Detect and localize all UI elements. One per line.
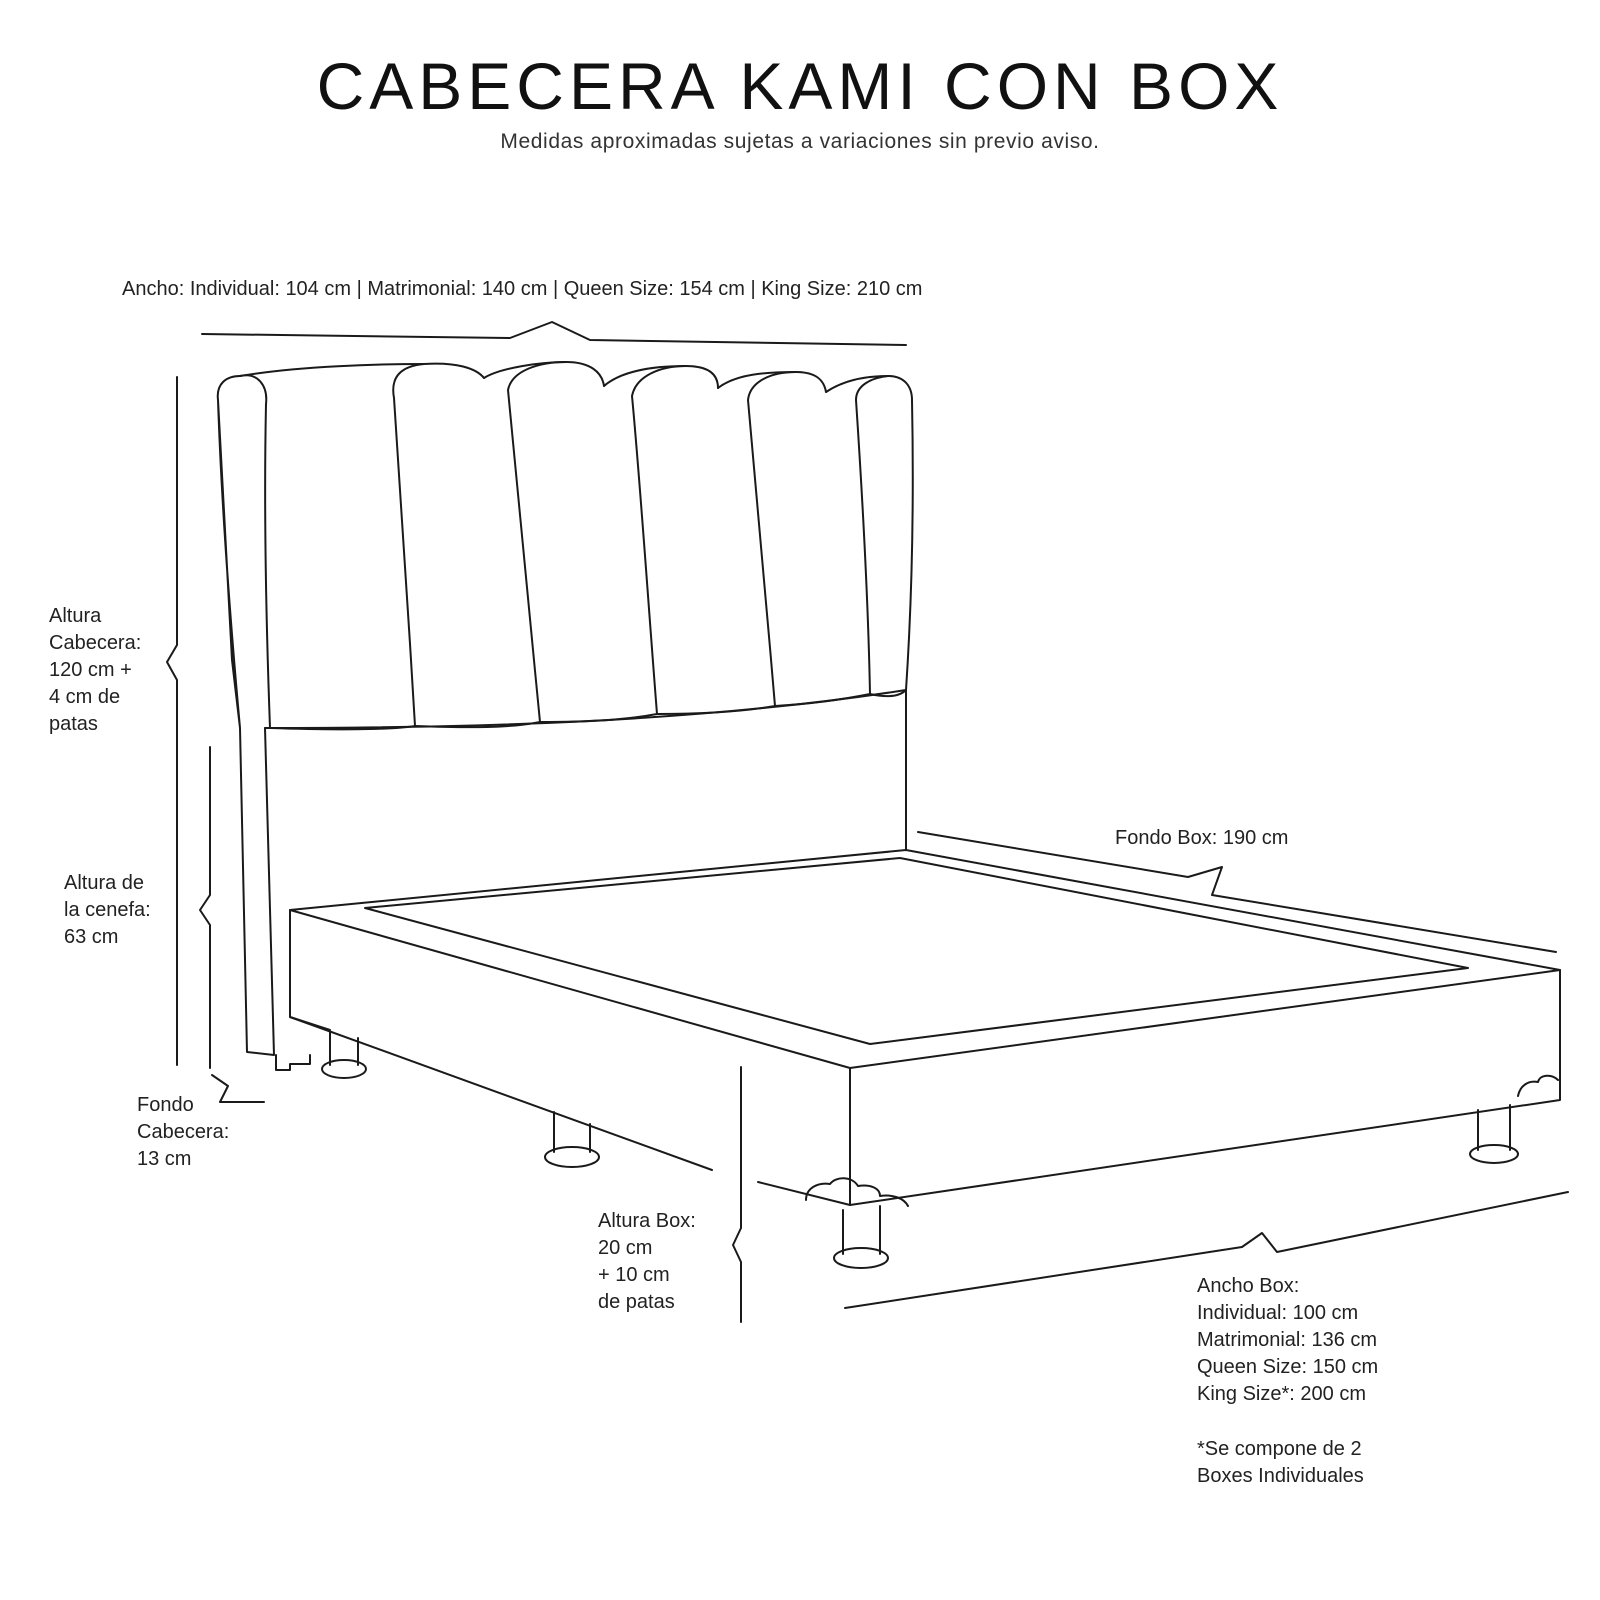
headboard-width-label: Ancho: Individual: 104 cm | Matrimonial:… <box>122 278 923 300</box>
box-width-line: Matrimonial: 136 cm <box>1197 1329 1378 1351</box>
leg-right-foot <box>1469 1144 1519 1164</box>
page-title: CABECERA KAMI CON BOX <box>316 49 1284 123</box>
headboard-panel-2 <box>269 362 485 731</box>
king-size-footnote: *Se compone de 2 Boxes Individuales <box>1197 1436 1364 1490</box>
headboard-valance <box>264 689 907 851</box>
leg-front-corner <box>842 1205 881 1255</box>
headboard-panel-6 <box>774 375 914 707</box>
headboard-height-bracket <box>166 376 178 1066</box>
footnote-line: *Se compone de 2 <box>1197 1438 1362 1460</box>
headboard-depth-label: Fondo Cabecera: 13 cm <box>137 1092 229 1173</box>
headboard-depth-line: 13 cm <box>137 1148 192 1170</box>
valance-height-label: Altura de la cenefa: 63 cm <box>64 870 151 951</box>
headboard-height-line: Altura <box>49 605 102 627</box>
valance-height-line: Altura de <box>64 872 145 894</box>
box-top-inner <box>364 857 1469 1045</box>
valance-height-bracket <box>199 746 211 1069</box>
dimension-lines <box>166 321 1569 1323</box>
headboard-height-line: 4 cm de <box>49 686 121 708</box>
box-top-outer <box>289 849 1561 1069</box>
leg-back-left-foot <box>321 1059 367 1079</box>
box-corner-block-front <box>805 1177 909 1207</box>
box-width-line: Ancho Box: <box>1197 1275 1300 1297</box>
box-spring <box>275 849 1561 1207</box>
headboard-panel-3 <box>414 361 605 729</box>
footnote-line: Boxes Individuales <box>1197 1465 1364 1487</box>
box-height-line: Altura Box: <box>598 1210 696 1232</box>
leg-right <box>1477 1104 1511 1151</box>
headboard-depth-line: Fondo <box>137 1094 194 1116</box>
valance-height-line: la cenefa: <box>64 899 151 921</box>
box-corner-block-left <box>275 1054 311 1071</box>
box-height-line: 20 cm <box>598 1237 653 1259</box>
headboard-outer-side <box>216 375 275 1056</box>
box-height-bracket <box>732 1066 742 1323</box>
box-width-line: King Size*: 200 cm <box>1197 1383 1366 1405</box>
box-width-label: Ancho Box: Individual: 100 cm Matrimonia… <box>1197 1273 1378 1408</box>
leg-front-left <box>553 1111 591 1153</box>
box-left-face <box>289 909 331 1031</box>
headboard-height-line: Cabecera: <box>49 632 142 654</box>
box-corner-block-right <box>1517 1074 1559 1097</box>
box-height-label: Altura Box: 20 cm + 10 cm de patas <box>598 1208 696 1316</box>
box-right-face <box>849 969 1561 1206</box>
leg-back-left <box>329 1031 359 1066</box>
leg-front-left-foot <box>544 1146 600 1168</box>
leg-front-corner-foot <box>833 1247 889 1269</box>
valance-height-line: 63 cm <box>64 926 119 948</box>
box-height-line: de patas <box>598 1291 675 1313</box>
headboard-panel-5 <box>656 371 827 715</box>
headboard-height-line: 120 cm + <box>49 659 132 681</box>
headboard-panel-1 <box>239 374 271 729</box>
headboard-height-line: patas <box>49 713 98 735</box>
headboard-top <box>239 361 889 393</box>
headboard-depth-bracket <box>211 1074 265 1103</box>
page-subtitle: Medidas aproximadas sujetas a variacione… <box>500 130 1100 153</box>
box-width-line: Individual: 100 cm <box>1197 1302 1359 1324</box>
box-width-line: Queen Size: 150 cm <box>1197 1356 1379 1378</box>
box-height-line: + 10 cm <box>598 1264 670 1286</box>
headboard-height-label: Altura Cabecera: 120 cm + 4 cm de patas <box>49 603 141 738</box>
box-depth-bracket <box>917 831 1557 953</box>
box-bottom-front <box>757 1181 851 1206</box>
headboard-width-bracket <box>201 321 907 346</box>
headboard-panel-4 <box>539 365 719 723</box>
legs <box>321 1031 1519 1269</box>
box-width-bracket <box>844 1191 1569 1309</box>
headboard-depth-line: Cabecera: <box>137 1121 230 1143</box>
box-depth-label: Fondo Box: 190 cm <box>1115 827 1289 849</box>
box-front-face <box>289 1016 713 1171</box>
headboard <box>216 361 914 1056</box>
